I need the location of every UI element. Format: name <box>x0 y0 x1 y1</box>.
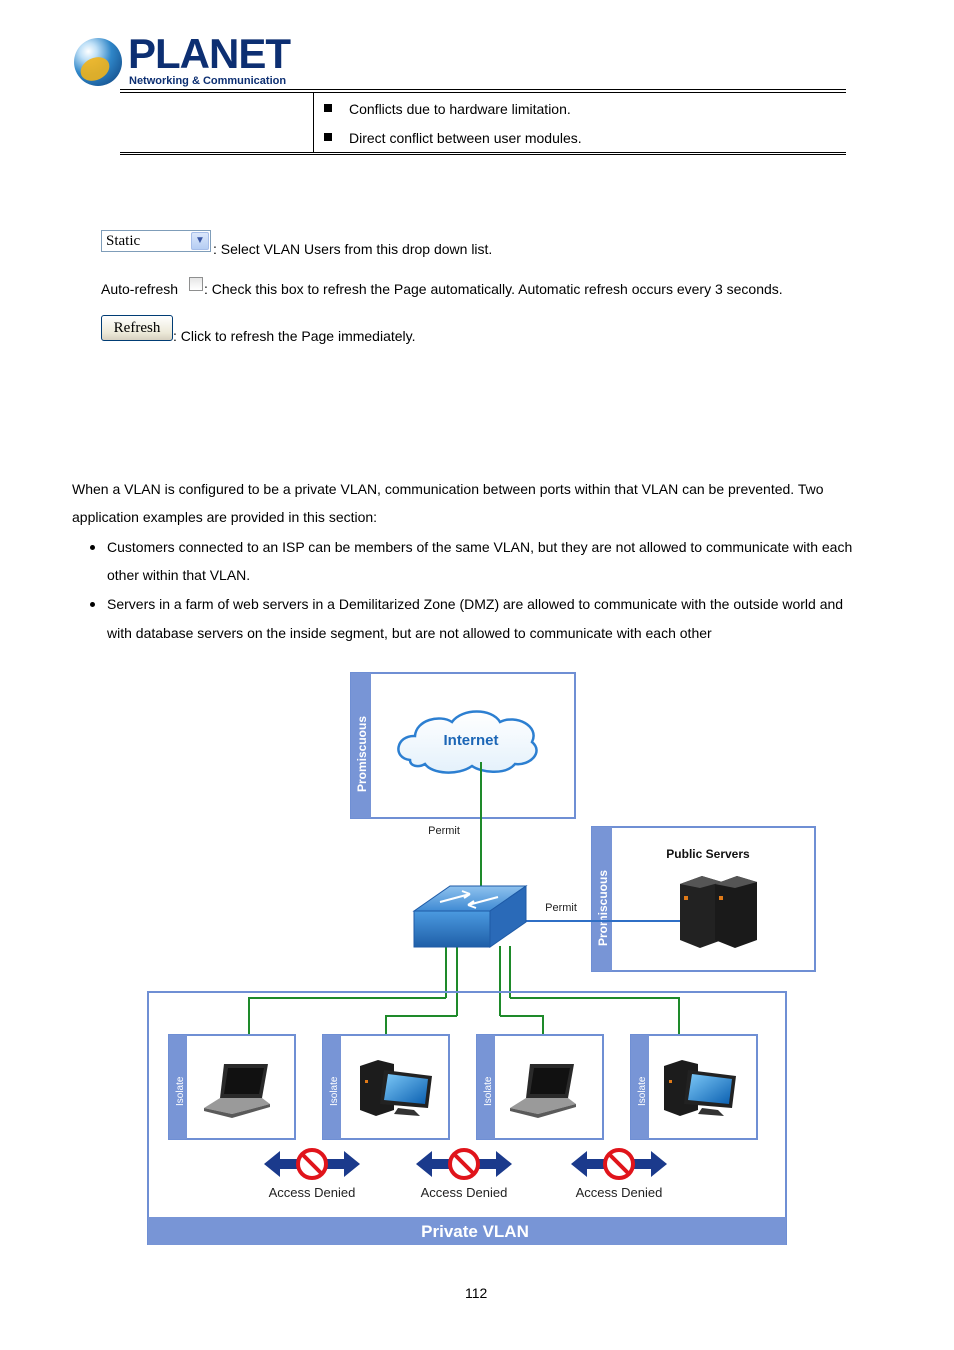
bullet-text-line: other within that VLAN. <box>107 567 251 583</box>
private-vlan-frame: Private VLAN <box>147 991 787 1245</box>
cloud-icon: Internet <box>397 710 538 774</box>
bullet-dot-icon <box>90 545 95 550</box>
table-item: Conflicts due to hardware limitation. <box>349 101 571 117</box>
logo-wordmark: PLANET <box>128 30 291 77</box>
no-entry-icon <box>296 1148 328 1180</box>
intro-paragraph-line: When a VLAN is configured to be a privat… <box>72 481 824 497</box>
access-denied-label: Access Denied <box>269 1185 356 1200</box>
promiscuous-label: Promiscuous <box>596 870 610 946</box>
square-bullet-icon <box>324 133 332 141</box>
intro-paragraph-line: application examples are provided in thi… <box>72 509 378 525</box>
desktop-icon <box>360 1060 432 1116</box>
switch-icon <box>412 885 528 948</box>
server-icon <box>680 876 757 948</box>
header-rule <box>120 89 846 90</box>
autorefresh-checkbox[interactable] <box>189 277 203 291</box>
bullet-text-line: Servers in a farm of web servers in a De… <box>107 596 844 612</box>
bullet-dot-icon <box>90 602 95 607</box>
desktop-icon <box>664 1060 736 1116</box>
private-vlan-label: Private VLAN <box>421 1222 529 1241</box>
isolate-label: Isolate <box>483 1076 494 1106</box>
no-entry-icon <box>603 1148 635 1180</box>
permit-label: Permit <box>428 825 460 837</box>
isolate-label: Isolate <box>329 1076 340 1106</box>
promiscuous-label: Promiscuous <box>355 716 369 792</box>
laptop-icon <box>204 1064 270 1118</box>
vlan-user-select[interactable]: Static ▼ <box>101 230 211 252</box>
autorefresh-description: : Check this box to refresh the Page aut… <box>204 281 783 297</box>
table-top-border <box>120 92 846 93</box>
refresh-button[interactable]: Refresh <box>101 315 173 341</box>
no-entry-icon <box>448 1148 480 1180</box>
isolate-label: Isolate <box>175 1076 186 1106</box>
laptop-icon <box>510 1064 576 1118</box>
public-servers-label: Public Servers <box>666 847 750 861</box>
internet-label: Internet <box>443 732 498 749</box>
access-denied-3: Access Denied <box>571 1148 667 1200</box>
access-denied-label: Access Denied <box>421 1185 508 1200</box>
logo-tagline: Networking & Communication <box>129 75 287 87</box>
chevron-down-icon[interactable]: ▼ <box>191 232 209 250</box>
bullet-text-line: with database servers on the inside segm… <box>107 625 712 641</box>
access-denied-2: Access Denied <box>416 1148 512 1200</box>
select-description: : Select VLAN Users from this drop down … <box>213 241 493 257</box>
access-denied-1: Access Denied <box>264 1148 360 1200</box>
autorefresh-label: Auto-refresh <box>101 281 179 297</box>
bullet-text-line: Customers connected to an ISP can be mem… <box>107 539 853 555</box>
isolate-label: Isolate <box>637 1076 648 1106</box>
permit-label: Permit <box>545 902 577 914</box>
globe-icon <box>74 38 122 86</box>
table-bottom-border <box>120 152 846 157</box>
table-column-divider <box>313 93 314 153</box>
square-bullet-icon <box>324 104 332 112</box>
page-number: 112 <box>465 1285 488 1301</box>
select-value: Static <box>106 233 141 249</box>
refresh-description: : Click to refresh the Page immediately. <box>173 328 416 344</box>
access-denied-label: Access Denied <box>576 1185 663 1200</box>
table-item: Direct conflict between user modules. <box>349 130 582 146</box>
internet-frame: Promiscuous <box>350 672 576 819</box>
